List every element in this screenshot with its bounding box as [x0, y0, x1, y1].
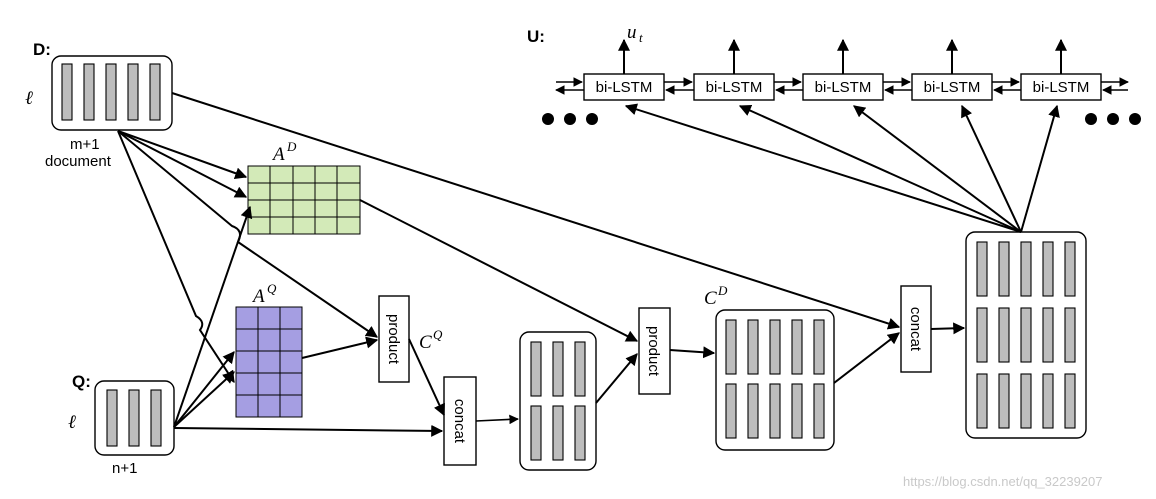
ut-label: u [627, 22, 637, 43]
document-coattention-context [715, 309, 835, 451]
document-label: document [45, 153, 112, 170]
flow-arrows [117, 92, 1060, 437]
bilstm-cell-4 [911, 73, 993, 101]
ellipsis-left [542, 113, 598, 125]
CQ-sup: Q [433, 327, 443, 342]
bilstm-cell-2-label: bi-LSTM [706, 79, 763, 96]
bilstm-row: bi-LSTM bi-LSTM bi-LSTM bi-LSTM bi-LSTM [555, 38, 1129, 101]
ellipsis-right [1085, 113, 1141, 125]
doc-section-label: D: [33, 40, 51, 59]
bilstm-cell-5 [1020, 73, 1102, 101]
bilstm-cell-1 [583, 73, 665, 101]
concat-2-label: concat [907, 307, 924, 352]
AQ-label: A [251, 286, 265, 307]
question-ell-label: ℓ [68, 412, 76, 433]
ut-sub: t [639, 30, 643, 45]
CQ-label: C [419, 332, 432, 353]
AQ-sup: Q [267, 281, 277, 296]
bilstm-cell-3 [802, 73, 884, 101]
concat-1-label: concat [451, 399, 468, 444]
question-coattention-context [519, 331, 597, 471]
CD-sup: D [717, 283, 728, 298]
bilstm-cell-3-label: bi-LSTM [815, 79, 872, 96]
concat-node-1: concat [443, 376, 477, 466]
AD-sup: D [286, 139, 297, 154]
AD-label: A [271, 144, 285, 165]
product-2-label: product [645, 326, 662, 377]
attention-matrix-AD [247, 165, 361, 235]
bilstm-cell-1-label: bi-LSTM [596, 79, 653, 96]
question-length-label: n+1 [112, 460, 137, 477]
attention-matrix-AQ [235, 306, 303, 418]
document-encoding [51, 55, 173, 131]
CD-label: C [704, 288, 717, 309]
bilstm-cell-4-label: bi-LSTM [924, 79, 981, 96]
output-section-label: U: [527, 27, 545, 46]
doc-length-label: m+1 [70, 136, 100, 153]
watermark: https://blog.csdn.net/qq_32239207 [903, 474, 1103, 489]
doc-ell-label: ℓ [25, 88, 33, 109]
product-node-2: product [638, 307, 671, 395]
question-encoding [94, 380, 175, 456]
question-section-label: Q: [72, 372, 91, 391]
bilstm-cell-5-label: bi-LSTM [1033, 79, 1090, 96]
product-1-label: product [385, 314, 402, 365]
concat-node-2: concat [900, 285, 932, 373]
final-encoding [965, 231, 1087, 439]
product-node-1: product [378, 295, 410, 383]
bilstm-cell-2 [693, 73, 775, 101]
